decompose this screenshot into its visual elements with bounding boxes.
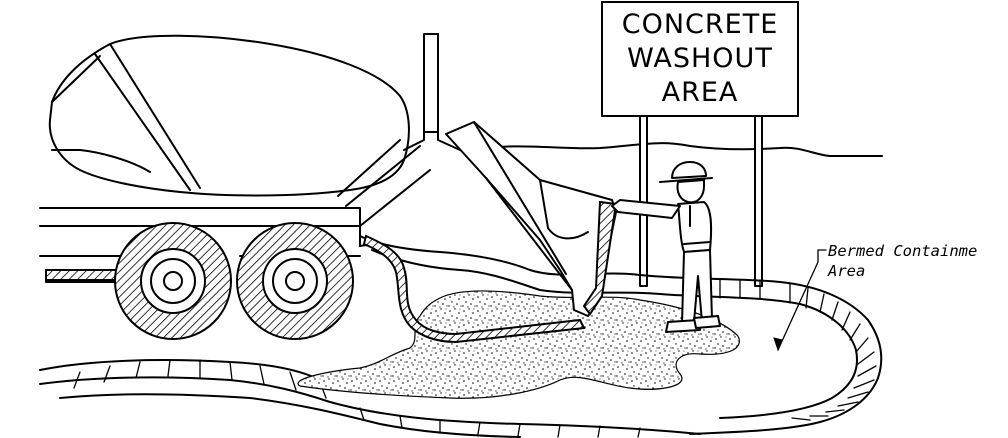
callout-line-2: Area: [827, 262, 865, 280]
sign-post-left: [640, 116, 647, 286]
sign-line-1: CONCRETE: [622, 9, 779, 40]
mixer-drum: [50, 36, 409, 196]
background-horizon: [470, 143, 882, 156]
middle-wheel: [237, 223, 353, 339]
sign-post-right: [755, 116, 762, 286]
concrete-washout-puddle: [298, 197, 739, 398]
callout-line-1: Bermed Containme: [828, 242, 977, 260]
discharge-pipe: [424, 34, 438, 132]
sign-line-3: AREA: [662, 77, 739, 108]
concrete-truck: [40, 34, 476, 339]
sign-line-2: WASHOUT: [627, 43, 773, 74]
rear-bumper: [46, 270, 118, 280]
rear-wheel: [115, 223, 231, 339]
